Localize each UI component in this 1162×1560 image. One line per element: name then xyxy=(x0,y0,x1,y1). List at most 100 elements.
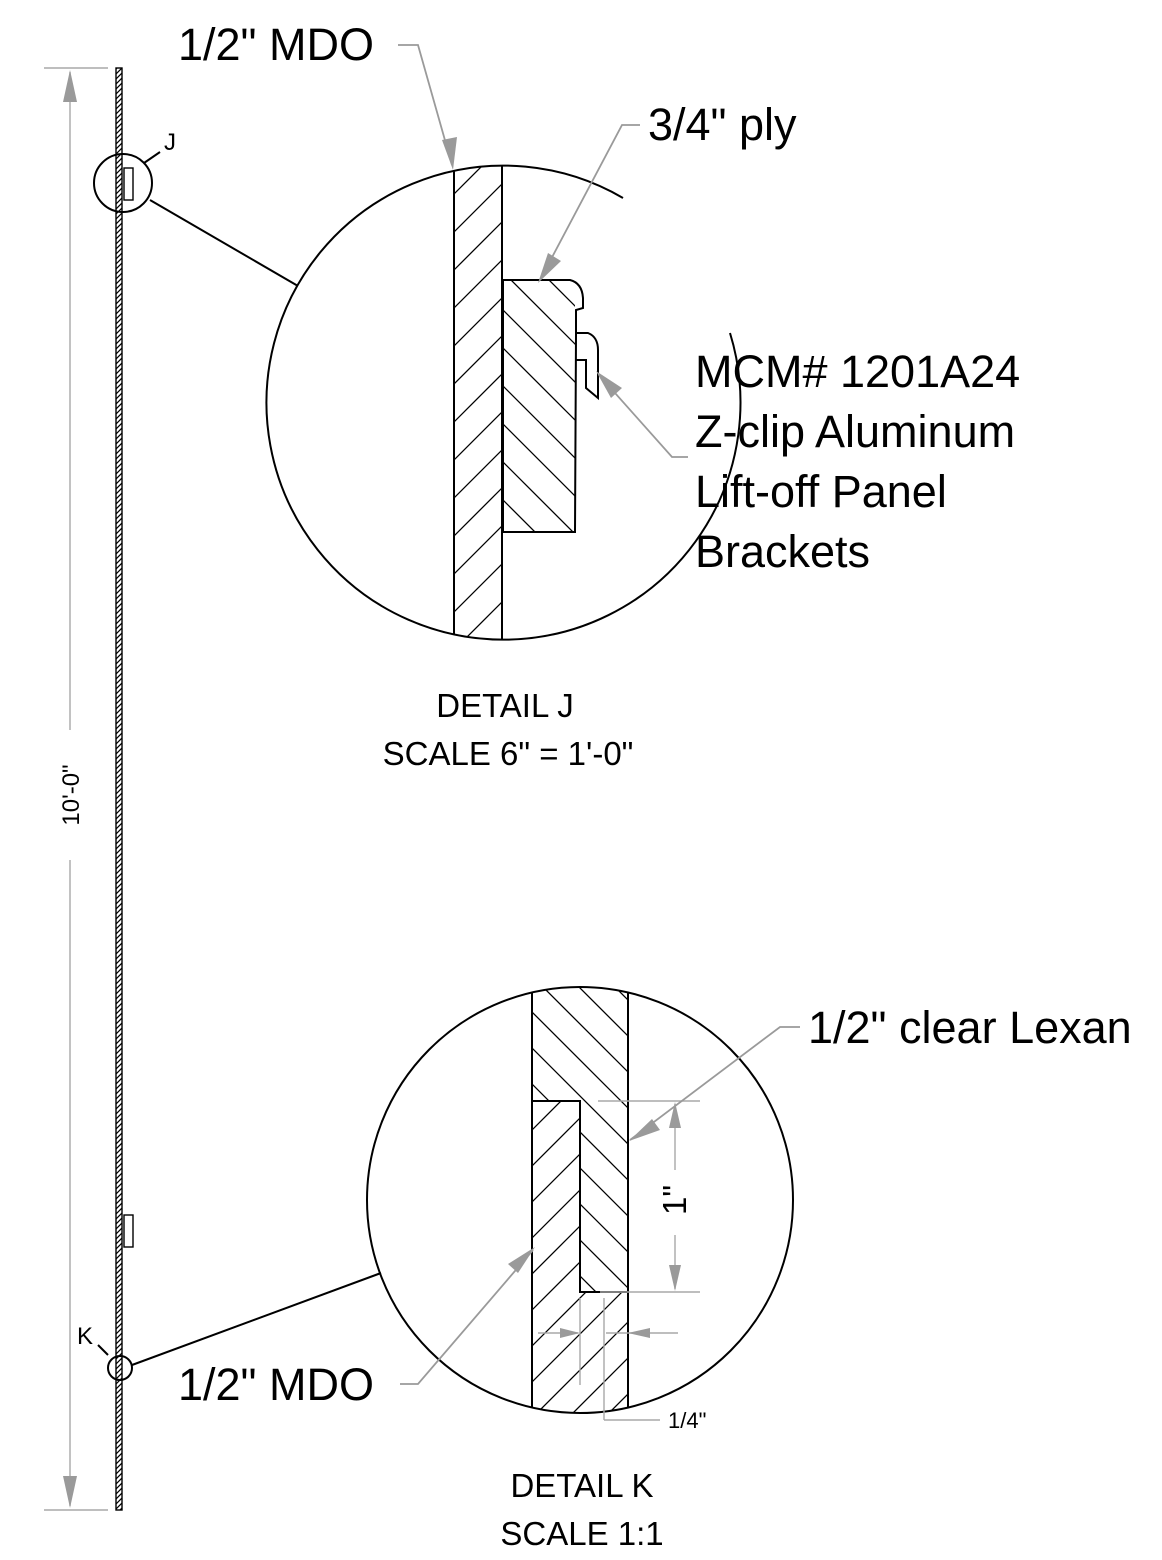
hatch-line xyxy=(840,60,1162,1520)
hatch-line xyxy=(116,817,122,825)
hatch-line xyxy=(940,60,1162,1520)
hatch-line xyxy=(116,1242,122,1250)
hatch-line xyxy=(965,60,1162,1520)
hatch-line xyxy=(116,1367,122,1375)
hatch-line xyxy=(503,280,575,532)
hatch-line xyxy=(795,60,1162,1520)
hatch-line xyxy=(1040,60,1162,1520)
hatch-line xyxy=(350,60,1162,1520)
hatch-line xyxy=(1005,60,1162,1520)
hatch-line xyxy=(1000,60,1162,1520)
hatch-line xyxy=(116,1422,122,1430)
hatch-line xyxy=(116,1287,122,1295)
hatch-line xyxy=(185,60,1162,1520)
hatch-line xyxy=(116,1447,122,1455)
hatch-line xyxy=(1070,60,1162,1520)
hatch-line xyxy=(532,987,628,1292)
hatch-line xyxy=(1010,60,1162,1520)
hatch-line xyxy=(845,60,1162,1520)
hatch-line xyxy=(116,1147,122,1155)
callout-circle-k xyxy=(107,1355,133,1381)
hatch-line xyxy=(116,1262,122,1270)
hatch-line xyxy=(305,60,1162,1520)
hatch-line xyxy=(345,60,1162,1520)
hatch-line xyxy=(116,1307,122,1315)
hatch-line xyxy=(116,1197,122,1205)
hatch-line xyxy=(365,60,1162,1520)
dimension-k-depth-text: 1/4" xyxy=(668,1408,706,1433)
hatch-line xyxy=(790,60,1162,1520)
hatch-line xyxy=(235,60,1162,1520)
hatch-line xyxy=(116,1152,122,1160)
hatch-line xyxy=(300,60,1162,1520)
hatch-line xyxy=(770,60,1162,1520)
hatch-line xyxy=(570,60,1162,1520)
hatch-line xyxy=(1055,60,1162,1520)
hatch-line xyxy=(116,1132,122,1140)
hatch-line xyxy=(620,60,1162,1520)
hatch-line xyxy=(116,1172,122,1180)
hatch-line xyxy=(116,232,122,240)
hatch-line xyxy=(205,60,1162,1520)
leader-j-mdo: 1/2" MDO xyxy=(178,19,457,170)
hatch-line xyxy=(116,1087,122,1095)
hatch-line xyxy=(116,242,122,250)
hatch-line xyxy=(116,317,122,325)
detail-k: 1" 1/4" 1/2" clear Lexan 1/2" MDO DETAIL… xyxy=(178,986,1162,1552)
hatch-line xyxy=(859,1098,1162,1415)
hatch-line xyxy=(454,165,502,639)
hatch-line xyxy=(880,60,1162,1520)
hatch-line xyxy=(116,1387,122,1395)
detail-j: 1/2" MDO 3/4" ply MCM# 1201A24 Z-clip Al… xyxy=(178,19,1020,772)
hatch-line xyxy=(116,1412,122,1420)
hatch-line xyxy=(116,1477,122,1485)
hatch-line xyxy=(503,280,575,532)
hatch-line xyxy=(210,60,1162,1520)
slim-panel-profile xyxy=(115,60,1162,1520)
hatch-line xyxy=(745,60,1162,1520)
hatch-line xyxy=(1090,60,1162,1520)
hatch-line xyxy=(116,852,122,860)
hatch-line xyxy=(116,522,122,530)
hatch-line xyxy=(260,60,1162,1520)
hatch-line xyxy=(116,122,122,130)
hatch-line xyxy=(116,257,122,265)
hatch-line xyxy=(823,1098,1140,1415)
hatch-line xyxy=(116,787,122,795)
hatch-line xyxy=(280,60,1162,1520)
hatch-line xyxy=(454,165,502,639)
hatch-line xyxy=(540,60,1162,1520)
hatch-line xyxy=(805,60,1162,1520)
hatch-line xyxy=(116,1332,122,1340)
hatch-line xyxy=(320,60,1162,1520)
hatch-line xyxy=(510,60,1162,1520)
hatch-line xyxy=(116,1427,122,1435)
hatch-line xyxy=(116,1292,122,1300)
hatch-line xyxy=(1065,60,1162,1520)
detail-j-title: DETAIL J xyxy=(436,687,574,724)
hatch-line xyxy=(116,927,122,935)
hatch-line xyxy=(532,987,601,1292)
hatch-line xyxy=(1105,60,1162,1520)
overall-height-dimension: 10'-0" xyxy=(44,67,108,1511)
hatch-line xyxy=(925,60,1162,1520)
hatch-line xyxy=(116,1432,122,1440)
hatch-line xyxy=(120,60,1162,1520)
hatch-line xyxy=(815,60,1162,1520)
hatch-line xyxy=(635,60,1162,1520)
hatch-line xyxy=(1045,60,1162,1520)
hatch-line xyxy=(1020,60,1162,1520)
hatch-line xyxy=(116,1472,122,1480)
hatch-line xyxy=(920,60,1162,1520)
hatch-line xyxy=(116,1487,122,1495)
hatch-line xyxy=(590,60,1162,1520)
hatch-line xyxy=(116,807,122,815)
hatch-line xyxy=(116,1297,122,1305)
hatch-line xyxy=(503,280,539,532)
hatch-line xyxy=(532,987,628,1292)
hatch-line xyxy=(116,302,122,310)
hatch-line xyxy=(500,60,1162,1520)
hatch-line xyxy=(980,60,1162,1520)
hatch-line xyxy=(220,60,1162,1520)
hatch-line xyxy=(116,262,122,270)
